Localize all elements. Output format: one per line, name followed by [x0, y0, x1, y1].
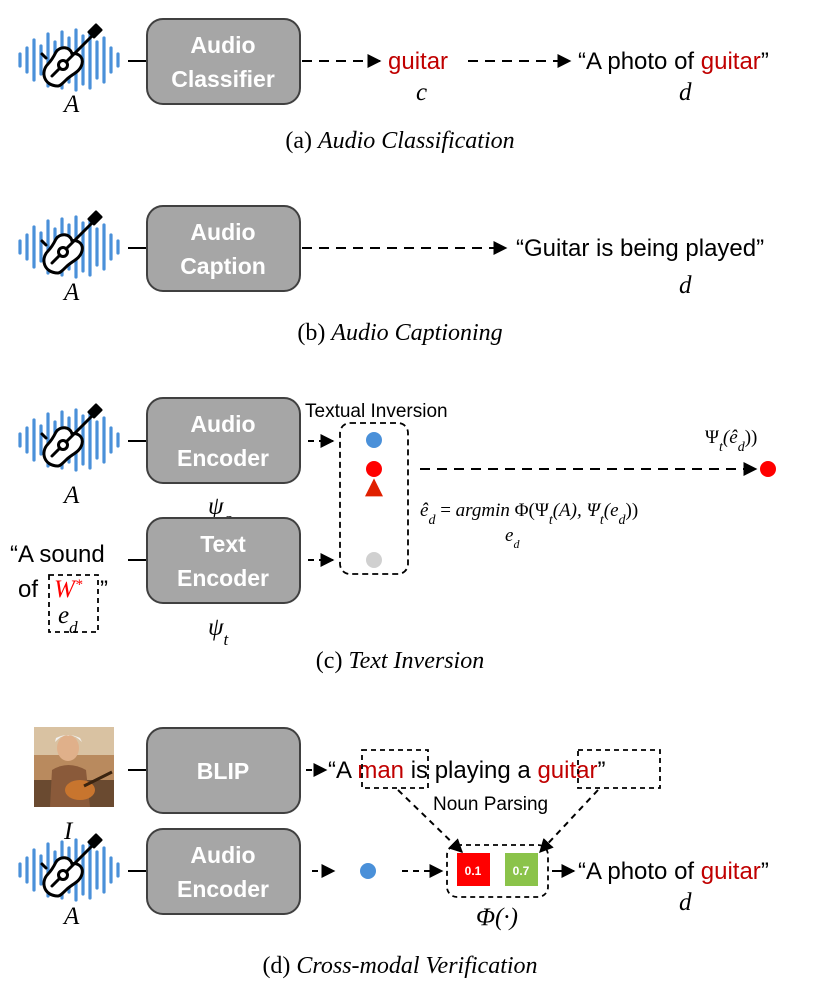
caption-b: (b) Audio Captioning [297, 320, 502, 346]
inversion-formula: êd = argmin Φ(Ψt(A), Ψt(ed)) [420, 500, 638, 528]
prompt-var-d: d [679, 889, 692, 916]
panel-a: A Audio Classifier guitar c “A photo of … [18, 18, 769, 154]
audio-input-var: A [62, 279, 80, 306]
audio-caption-label-1: Audio [190, 219, 255, 245]
text-embedding-dot [760, 461, 776, 477]
arrow-noun2-to-phi [539, 789, 599, 854]
audio-encoder-label-1: Audio [190, 411, 255, 437]
audio-embedding-dot-d [360, 863, 376, 879]
audio-classifier-label-1: Audio [190, 32, 255, 58]
audio-input-var: A [62, 91, 80, 118]
text-prompt-var: ed [58, 602, 78, 637]
panel-d: I BLIP “A man is playing a guitar” Noun … [18, 727, 769, 979]
text-encoder-label-1: Text [200, 531, 246, 557]
learned-token: W* [54, 576, 83, 603]
audio-input-var: A [62, 482, 80, 509]
audio-encoder-label-2: Encoder [177, 445, 269, 471]
caption-a: (a) Audio Classification [285, 128, 514, 154]
blip-caption: “A man is playing a guitar” [328, 757, 605, 784]
panel-c: A Audio Encoder ψa “A sound of W* ” ed T… [10, 397, 776, 674]
phi-scoring-box [446, 844, 549, 898]
text-encoder-var: ψt [208, 614, 230, 649]
textual-inversion-label: Textual Inversion [305, 401, 448, 422]
blip-box [146, 727, 301, 814]
learned-token-box [48, 574, 99, 633]
audio-classifier-label-2: Classifier [171, 66, 275, 92]
photo-prompt-d: “A photo of guitar” [578, 858, 769, 885]
phi-label: Φ(·) [476, 904, 518, 931]
class-word: guitar [388, 48, 448, 75]
blip-label: BLIP [197, 758, 249, 784]
arrow-noun1-to-phi [397, 789, 464, 853]
text-encoder-box [146, 517, 301, 604]
text-encoder-label-2: Encoder [177, 565, 269, 591]
caption-c: (c) Text Inversion [316, 648, 484, 674]
score-man [457, 853, 490, 886]
panel-b: A Audio Caption “Guitar is being played”… [18, 205, 764, 346]
caption-output-text: “Guitar is being played” [516, 235, 764, 262]
audio-caption-box [146, 205, 301, 292]
score-guitar [505, 853, 538, 886]
photo-prompt-a: “A photo of guitar” [578, 48, 769, 75]
audio-encoder-box [146, 397, 301, 484]
audio-embedding-dot [366, 432, 382, 448]
text-prompt-of: of [18, 576, 38, 603]
score-guitar-value: 0.7 [513, 864, 530, 878]
caption-d: (d) Cross-modal Verification [262, 953, 537, 979]
audio-classifier-box [146, 18, 301, 105]
man-playing-guitar-photo [34, 727, 114, 807]
noun1-box [361, 749, 429, 789]
text-prompt-line1: “A sound [10, 541, 105, 568]
audio-encoder-box-d [146, 828, 301, 915]
prompt-var-a: d [679, 79, 692, 106]
audio-encoder-d-label-2: Encoder [177, 876, 269, 902]
target-embedding-label: Ψt(êd)) [705, 427, 757, 455]
image-input-var: I [63, 818, 74, 845]
caption-output-var: d [679, 272, 692, 299]
initial-embedding-dot [366, 552, 382, 568]
audio-encoder-d-label-1: Audio [190, 842, 255, 868]
embedding-space-box [339, 422, 409, 575]
guitar-waveform-icon [18, 210, 120, 279]
inverted-embedding-dot [366, 461, 382, 477]
audio-caption-label-2: Caption [180, 253, 266, 279]
guitar-waveform-icon [18, 23, 120, 92]
guitar-waveform-icon [18, 403, 120, 472]
score-man-value: 0.1 [465, 864, 482, 878]
noun2-box [577, 749, 661, 789]
formula-argmin-subscript: ed [505, 525, 520, 551]
class-var: c [416, 79, 427, 106]
audio-input-var: A [62, 903, 80, 930]
text-prompt-close: ” [100, 576, 108, 603]
noun-parsing-label: Noun Parsing [433, 794, 548, 815]
